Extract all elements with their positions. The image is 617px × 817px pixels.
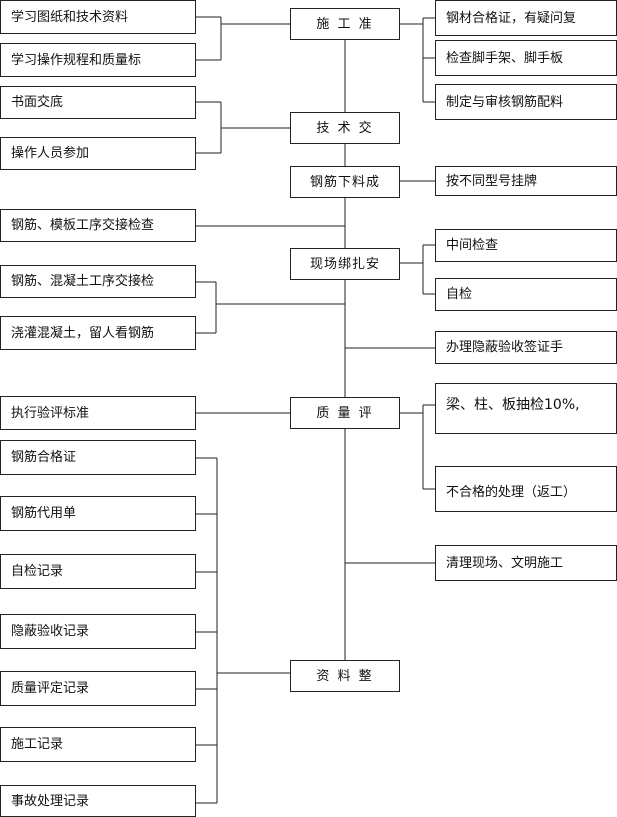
box-check-scaffold: 检查脚手架、脚手板 [435, 40, 617, 76]
box-operators-attend: 操作人员参加 [0, 137, 196, 170]
box-written-briefing: 书面交底 [0, 86, 196, 119]
box-record-rebar-cert: 钢筋合格证 [0, 440, 196, 475]
box-rebar-concrete-handover: 钢筋、混凝土工序交接检 [0, 265, 196, 298]
box-steel-certificate: 钢材合格证，有疑问复 [435, 0, 617, 36]
box-data-organize: 资 料 整 [290, 660, 400, 692]
box-onsite-binding: 现场绑扎安 [290, 248, 400, 280]
box-rebar-schedule: 制定与审核钢筋配料 [435, 84, 617, 120]
box-record-accident: 事故处理记录 [0, 785, 196, 817]
box-construction-prep: 施 工 准 [290, 8, 400, 40]
box-rebar-cutting: 钢筋下料成 [290, 166, 400, 198]
box-self-check: 自检 [435, 278, 617, 311]
box-record-concealed: 隐蔽验收记录 [0, 614, 196, 649]
box-pour-concrete-watch: 浇灌混凝土，留人看钢筋 [0, 316, 196, 350]
box-record-construction: 施工记录 [0, 727, 196, 762]
box-intermediate-check: 中间检查 [435, 229, 617, 262]
box-execute-standard: 执行验评标准 [0, 396, 196, 430]
box-study-procedures: 学习操作规程和质量标 [0, 43, 196, 77]
box-technical-briefing: 技 术 交 [290, 112, 400, 144]
box-rebar-formwork-handover: 钢筋、模板工序交接检查 [0, 209, 196, 242]
box-quality-evaluation: 质 量 评 [290, 397, 400, 429]
box-record-quality: 质量评定记录 [0, 671, 196, 706]
box-study-drawings: 学习图纸和技术资料 [0, 0, 196, 34]
box-record-substitution: 钢筋代用单 [0, 496, 196, 531]
box-sample-inspection: 梁、柱、板抽检10%, [435, 383, 617, 434]
box-nonconformance: 不合格的处理（返工） [435, 466, 617, 512]
box-concealed-acceptance: 办理隐蔽验收签证手 [435, 331, 617, 364]
box-record-self-check: 自检记录 [0, 554, 196, 589]
box-label-by-type: 按不同型号挂牌 [435, 166, 617, 196]
box-clean-site: 清理现场、文明施工 [435, 545, 617, 581]
